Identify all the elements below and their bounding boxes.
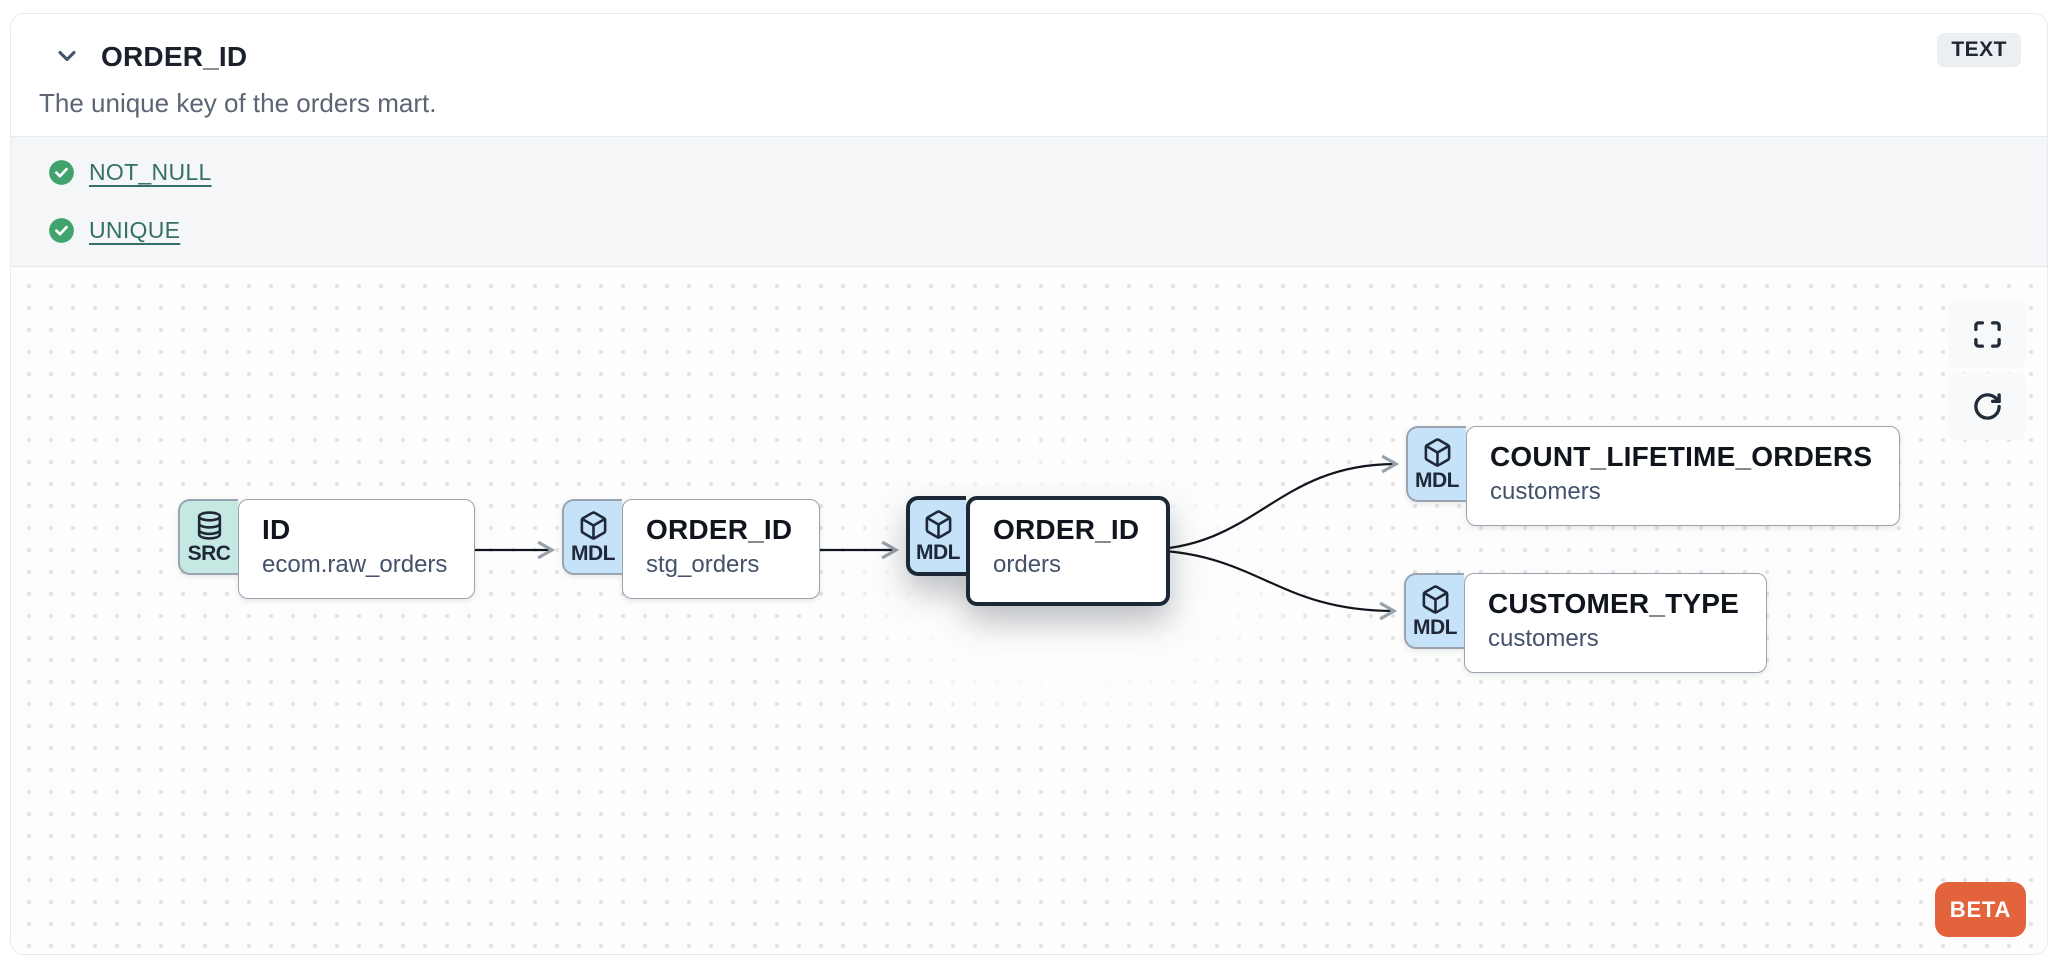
cube-icon xyxy=(580,511,606,540)
column-type-badge: TEXT xyxy=(1937,33,2021,67)
node-type-badge: MDL xyxy=(906,496,966,576)
node-badge-label: SRC xyxy=(187,542,231,565)
lineage-node-customer-type[interactable]: MDL CUSTOMER_TYPE customers xyxy=(1404,573,1768,673)
node-type-badge: SRC xyxy=(178,499,238,575)
check-row-not-null: NOT_NULL xyxy=(48,158,2047,186)
lineage-node-id-raw-orders[interactable]: SRC ID ecom.raw_orders xyxy=(178,499,476,599)
column-details-panel: ORDER_ID The unique key of the orders ma… xyxy=(10,13,2048,955)
node-badge-label: MDL xyxy=(916,541,961,564)
checks-section: NOT_NULL UNIQUE xyxy=(11,136,2047,267)
node-title: ORDER_ID xyxy=(646,514,793,545)
node-subtitle: customers xyxy=(1488,625,1599,652)
refresh-button[interactable] xyxy=(1948,373,2026,440)
node-card: ID ecom.raw_orders xyxy=(238,499,476,599)
cube-icon xyxy=(1424,438,1450,467)
node-type-badge: MDL xyxy=(1406,426,1466,502)
node-card: ORDER_ID stg_orders xyxy=(622,499,821,599)
node-card: ORDER_ID orders xyxy=(966,496,1171,606)
column-description: The unique key of the orders mart. xyxy=(39,88,437,118)
column-title: ORDER_ID xyxy=(101,41,248,72)
database-icon xyxy=(197,511,221,540)
check-link-unique[interactable]: UNIQUE xyxy=(89,216,181,243)
canvas-controls xyxy=(1948,301,2026,440)
node-title: ORDER_ID xyxy=(993,514,1140,545)
node-subtitle: customers xyxy=(1490,478,1601,505)
lineage-canvas[interactable]: SRC ID ecom.raw_orders MDL ORDER_ID xyxy=(12,267,2046,953)
lineage-node-count-lifetime-orders[interactable]: MDL COUNT_LIFETIME_ORDERS customers xyxy=(1406,426,1901,526)
collapse-chevron-down-icon[interactable] xyxy=(51,40,83,72)
node-title: CUSTOMER_TYPE xyxy=(1488,588,1740,619)
check-circle-icon xyxy=(49,217,74,243)
node-badge-label: MDL xyxy=(1413,616,1458,639)
cube-icon xyxy=(925,510,951,539)
node-card: COUNT_LIFETIME_ORDERS customers xyxy=(1466,426,1901,526)
check-link-not-null[interactable]: NOT_NULL xyxy=(89,158,212,185)
node-subtitle: ecom.raw_orders xyxy=(262,551,448,578)
panel-header: ORDER_ID The unique key of the orders ma… xyxy=(11,14,2047,136)
node-card: CUSTOMER_TYPE customers xyxy=(1464,573,1768,673)
check-circle-icon xyxy=(49,159,74,185)
beta-badge: BETA xyxy=(1935,882,2026,937)
lineage-node-order-id-stg-orders[interactable]: MDL ORDER_ID stg_orders xyxy=(562,499,821,599)
fullscreen-icon xyxy=(1973,321,2001,348)
node-badge-label: MDL xyxy=(571,542,616,565)
fullscreen-button[interactable] xyxy=(1948,301,2026,368)
node-title: COUNT_LIFETIME_ORDERS xyxy=(1490,441,1873,472)
node-type-badge: MDL xyxy=(562,499,622,575)
node-subtitle: orders xyxy=(993,551,1062,578)
refresh-icon xyxy=(1973,393,2001,420)
node-subtitle: stg_orders xyxy=(646,551,760,578)
cube-icon xyxy=(1422,585,1448,614)
node-type-badge: MDL xyxy=(1404,573,1464,649)
node-title: ID xyxy=(262,514,291,545)
check-row-unique: UNIQUE xyxy=(48,216,2047,244)
lineage-node-order-id-orders-selected[interactable]: MDL ORDER_ID orders xyxy=(906,496,1171,606)
node-badge-label: MDL xyxy=(1415,469,1460,492)
